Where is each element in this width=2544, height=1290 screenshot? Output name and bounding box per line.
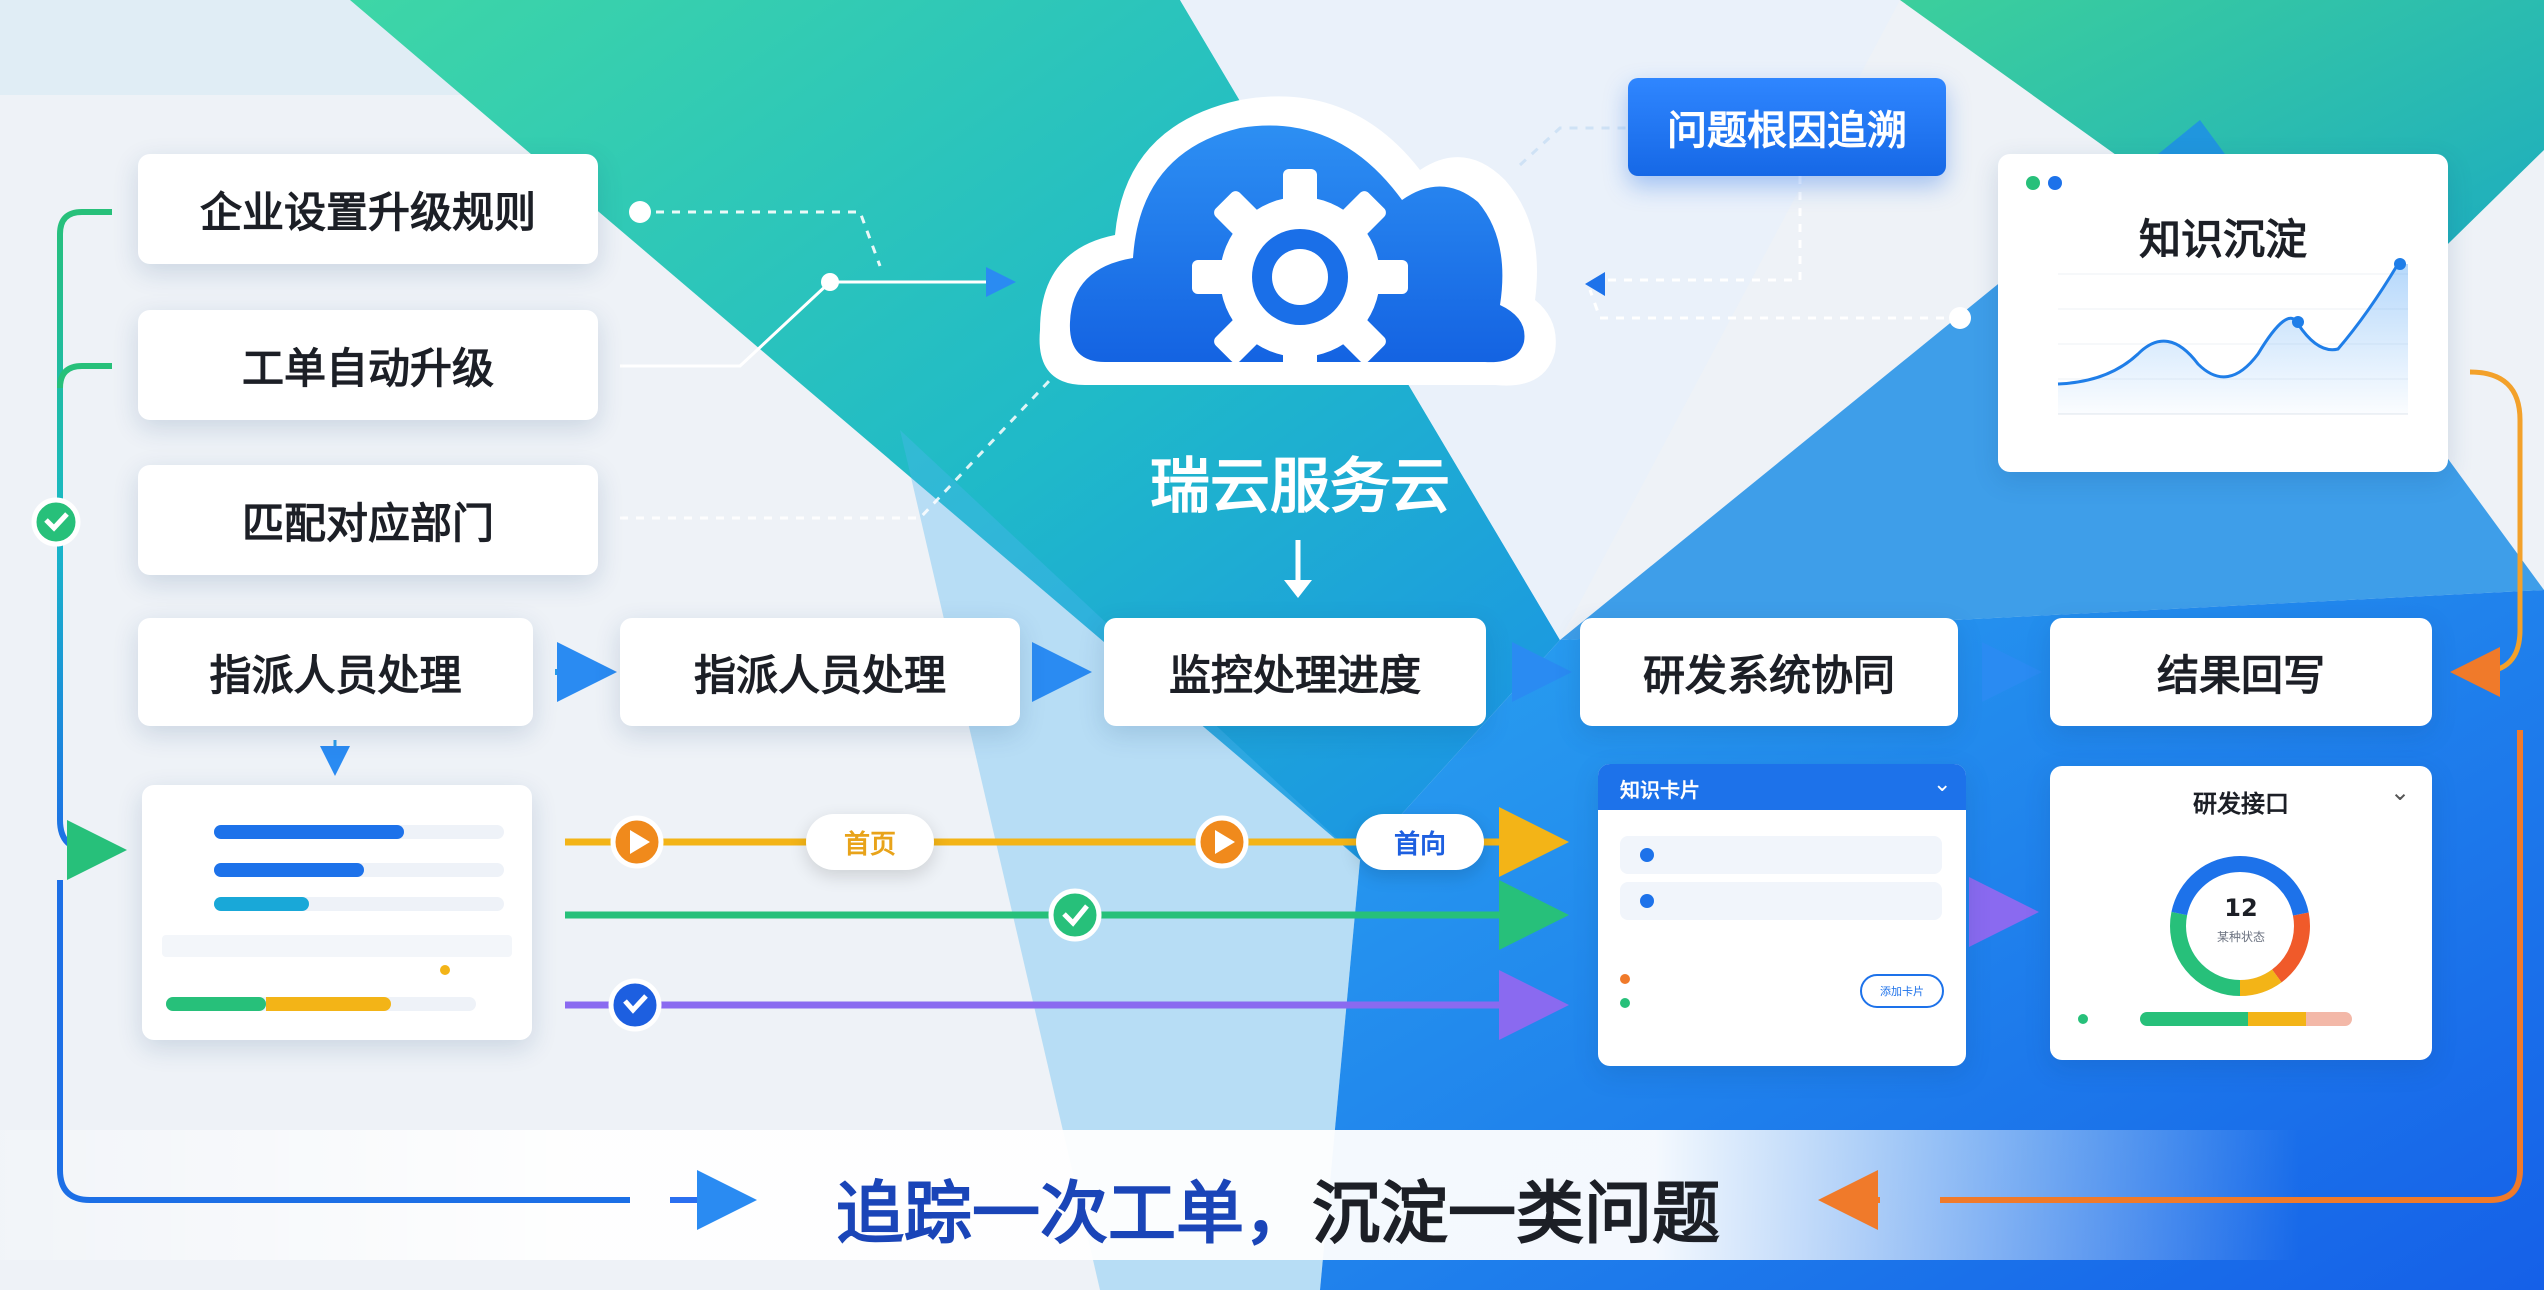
bottom-banner-part1: 追踪一次工单， xyxy=(836,1175,1313,1254)
field-2[interactable] xyxy=(1620,882,1942,920)
field-1[interactable] xyxy=(1620,836,1942,874)
location-icon xyxy=(1640,894,1654,908)
add-card-button[interactable]: 添加卡片 xyxy=(1860,974,1944,1008)
knowledge-card-panel: 知识卡片 ⌄ 添加卡片 xyxy=(1598,764,1966,1066)
status-dot xyxy=(1620,974,1630,984)
panel-header xyxy=(1598,764,1966,810)
location-icon xyxy=(1640,848,1654,862)
chevron-down-icon[interactable]: ⌄ xyxy=(2390,778,2411,806)
dot-blue xyxy=(2048,176,2062,190)
progress-yellow xyxy=(266,997,391,1011)
dot-green xyxy=(2026,176,2040,190)
panel-divider xyxy=(162,935,512,957)
rd-interface-panel: 研发接口 ⌄ 12 某种状态 xyxy=(2050,766,2432,1060)
flow-step-writeback: 结果回写 xyxy=(2050,618,2432,726)
flow-step-assign-1: 指派人员处理 xyxy=(138,618,533,726)
flow-step-assign-2: 指派人员处理 xyxy=(620,618,1020,726)
bar-2 xyxy=(214,863,364,877)
bottom-banner-part2: 沉淀一类问题 xyxy=(1312,1175,1721,1254)
segment-green xyxy=(2140,1012,2248,1026)
add-card-button-label: 添加卡片 xyxy=(1880,985,1924,998)
donut-sublabel: 某种状态 xyxy=(2216,930,2265,944)
chevron-down-icon[interactable]: ⌄ xyxy=(1933,772,1952,797)
status-dot xyxy=(2078,1014,2088,1024)
left-box-auto-escalation: 工单自动升级 xyxy=(138,310,598,420)
rd-interface-title: 研发接口 xyxy=(2193,790,2289,818)
bottom-banner: 追踪一次工单，沉淀一类问题 xyxy=(836,1158,1720,1257)
status-dot xyxy=(440,965,450,975)
segment-bar xyxy=(2140,1012,2352,1026)
segment-pink xyxy=(2306,1012,2352,1026)
segment-yellow xyxy=(2248,1012,2306,1026)
left-box-escalation-rules: 企业设置升级规则 xyxy=(138,154,598,264)
knowledge-card-title: 知识沉淀 xyxy=(2138,215,2307,264)
bar-1 xyxy=(214,825,404,839)
line-chart-icon xyxy=(2057,258,2408,415)
knowledge-card-panel-title: 知识卡片 xyxy=(1620,778,1700,802)
pill-direction[interactable]: 首向 xyxy=(1356,814,1484,870)
status-dot xyxy=(1620,998,1630,1008)
root-cause-button[interactable]: 问题根因追溯 xyxy=(1628,78,1946,176)
pill-home[interactable]: 首页 xyxy=(806,814,934,870)
cloud-title: 瑞云服务云 xyxy=(1150,452,1450,522)
knowledge-card: 知识沉淀 xyxy=(1998,154,2448,472)
flow-step-monitor: 监控处理进度 xyxy=(1104,618,1486,726)
left-box-match-department: 匹配对应部门 xyxy=(138,465,598,575)
bar-panel xyxy=(142,785,532,1040)
donut-value: 12 xyxy=(2224,894,2258,922)
flow-step-rd-collab: 研发系统协同 xyxy=(1580,618,1958,726)
bar-3 xyxy=(214,897,309,911)
donut-chart xyxy=(2170,856,2310,996)
progress-green xyxy=(166,997,266,1011)
